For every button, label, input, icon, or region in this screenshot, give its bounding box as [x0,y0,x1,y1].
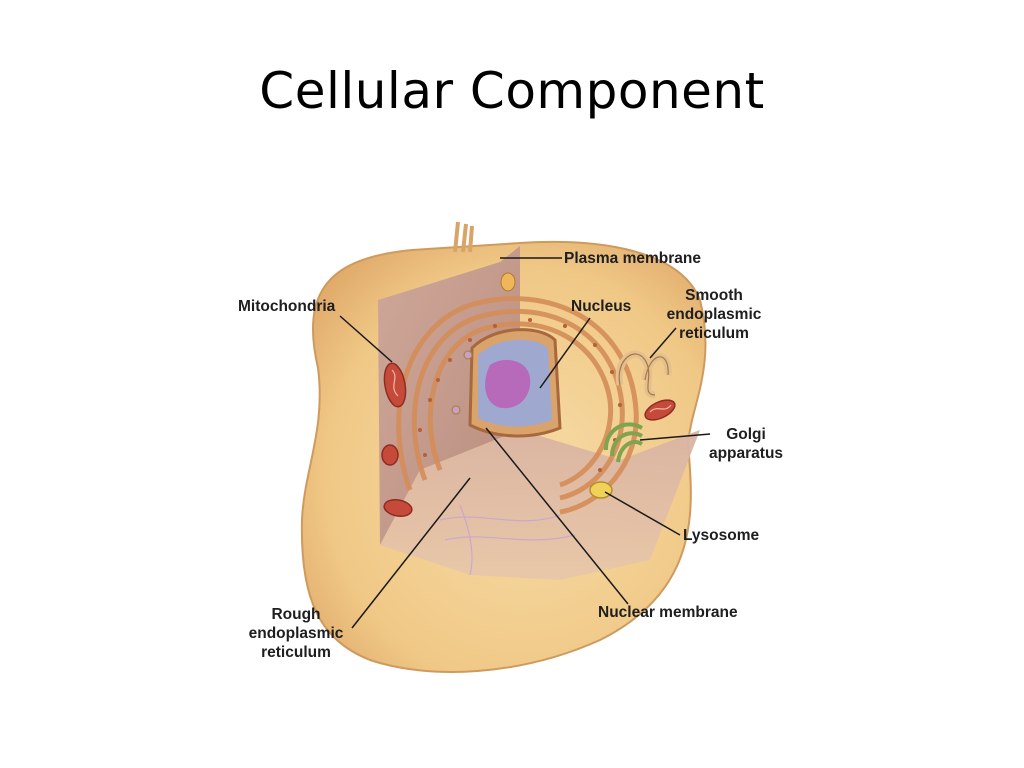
leader-mitochondria [339,315,393,363]
label-smooth-er-line2: endoplasmic [666,306,762,323]
label-golgi: Golgi apparatus [698,425,794,463]
label-nucleus: Nucleus [571,298,632,315]
leader-lines [339,257,711,629]
label-plasma-membrane: Plasma membrane [564,250,701,267]
mitochondria-cristae [391,369,672,413]
leader-nucleus [539,317,591,389]
cytoskeleton [439,504,576,576]
leader-rough-er [351,477,471,629]
cutaway-wall [378,246,520,545]
cilia [453,221,474,253]
label-golgi-line1: Golgi [726,426,766,443]
leader-lysosome [604,491,681,536]
vesicles [451,272,516,415]
label-rough-er: Rough endoplasmic reticulum [236,605,356,662]
label-smooth-er-line3: reticulum [679,325,749,342]
label-rough-er-line2: endoplasmic [248,625,344,642]
label-mitochondria: Mitochondria [238,298,336,315]
label-smooth-er-line1: Smooth [685,287,743,304]
mitochondria-group [381,362,676,517]
lysosome-organelle [589,481,613,499]
golgi-stack [603,422,644,463]
label-rough-er-line1: Rough [271,606,321,623]
leader-golgi [639,433,711,441]
leader-nuclear-membrane [485,427,629,605]
slide-title: Cellular Component [259,62,765,120]
label-smooth-er: Smooth endoplasmic reticulum [652,286,776,343]
label-rough-er-line3: reticulum [261,644,331,661]
leader-smooth-er [649,327,677,359]
label-lysosome: Lysosome [683,527,760,544]
label-golgi-line2: apparatus [708,445,784,462]
ribosome-dots [418,318,622,472]
smooth-er-outline [618,353,669,396]
nucleolus [485,359,531,409]
label-nuclear-membrane: Nuclear membrane [598,604,738,621]
